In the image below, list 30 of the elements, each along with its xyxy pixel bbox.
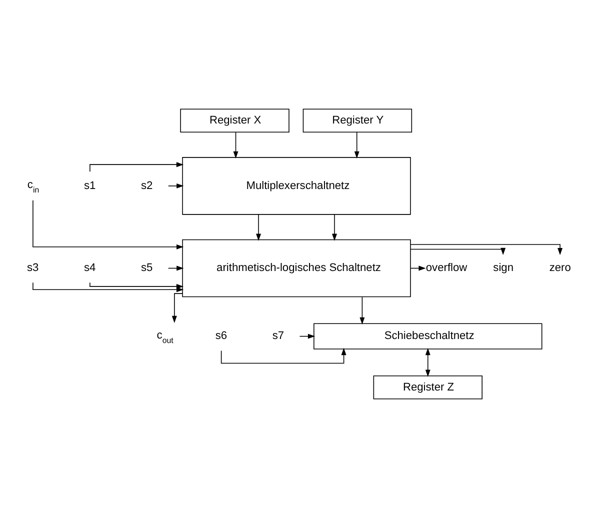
arrow <box>332 214 337 241</box>
arrow <box>172 293 183 324</box>
arrow <box>425 348 430 377</box>
node-text: s2 <box>140 180 153 192</box>
arrow <box>410 248 506 256</box>
arrow <box>256 214 261 241</box>
arrow <box>90 282 184 289</box>
node-text: c$_{in}$ <box>27 179 40 195</box>
arrow <box>354 132 360 158</box>
node-text: s5 <box>140 262 153 274</box>
node-box: Multiplexerschaltnetz <box>182 157 411 215</box>
node-box: Register Y <box>302 108 412 133</box>
arrow <box>410 244 563 256</box>
node-text: overflow <box>426 262 468 274</box>
arrow <box>233 132 238 158</box>
node-text: s1 <box>84 180 96 192</box>
node-box: Register Z <box>373 375 482 400</box>
node-box: Schiebeschaltnetz <box>314 323 542 350</box>
node-box: arithmetisch-logisches Schaltnetz <box>182 239 411 298</box>
node-box: Register X <box>180 108 290 133</box>
arrow <box>168 183 184 188</box>
node-text: sign <box>493 262 514 274</box>
node-text: s7 <box>272 330 284 342</box>
node-text: s6 <box>215 330 228 342</box>
node-text: s3 <box>27 262 39 274</box>
node-text: zero <box>549 262 571 274</box>
node-text: s4 <box>84 262 96 274</box>
arrow <box>360 296 365 325</box>
arrow <box>32 200 184 250</box>
node-text: c$_{out}$ <box>156 329 174 345</box>
